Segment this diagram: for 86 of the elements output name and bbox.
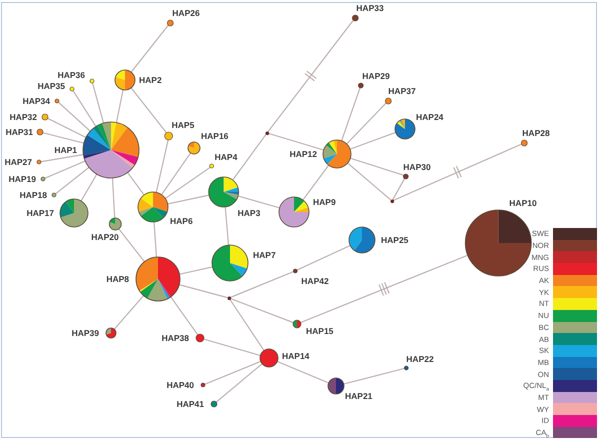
network-link [80, 174, 98, 202]
network-link [277, 360, 329, 384]
network-link [55, 166, 90, 194]
haplotype-label: HAP36 [58, 70, 85, 80]
network-link [112, 178, 116, 218]
network-link [346, 102, 386, 144]
network-link [47, 118, 86, 138]
haplotype-label: HAP40 [166, 380, 194, 390]
haplotype-label: HAP16 [201, 131, 228, 141]
network-link [130, 25, 169, 72]
haplotype-label: HAP7 [253, 250, 276, 260]
haplotype-label: HAP39 [72, 328, 99, 338]
network-link [204, 360, 261, 385]
network-link [118, 228, 145, 262]
network-link [179, 266, 213, 275]
haplotype-label: HAP33 [356, 3, 384, 13]
network-link [42, 132, 84, 144]
haplotype-label: HAP38 [162, 333, 189, 343]
haplotype-label: HAP22 [406, 354, 434, 364]
haplotype-label: HAP28 [522, 128, 550, 138]
network-link [230, 299, 264, 351]
network-link [44, 160, 86, 179]
haplotype-label: HAP41 [176, 399, 204, 409]
network-link [179, 284, 228, 298]
network-link [296, 244, 350, 271]
network-link [72, 90, 96, 127]
haplotype-label: HAP31 [6, 127, 33, 137]
haplotype-label: HAP42 [301, 276, 329, 286]
haplotype-label: HAP2 [139, 75, 162, 85]
haplotype-label: HAP1 [54, 145, 77, 155]
haplotype-label: HAP19 [8, 174, 36, 184]
network-link [344, 368, 404, 385]
network-link [58, 102, 91, 132]
network-link [127, 172, 145, 196]
network-link [230, 298, 294, 324]
network-link [341, 87, 361, 141]
network-link [268, 132, 324, 150]
haplotype-label: HAP20 [91, 232, 119, 242]
haplotype-label: HAP37 [388, 86, 416, 96]
haplotype-label: HAP3 [238, 208, 260, 218]
haplotype-label: HAP5 [172, 120, 194, 130]
haplotype-label: HAP15 [306, 326, 334, 336]
network-link [347, 162, 391, 200]
network-link [350, 132, 396, 150]
network-link [161, 152, 192, 195]
network-link [156, 140, 169, 192]
network-link [165, 166, 211, 199]
haplotype-label: HAP8 [106, 274, 129, 284]
haplotype-label: HAP21 [345, 391, 372, 401]
network-link [393, 144, 522, 201]
network-link [300, 254, 468, 324]
haplotype-label: HAP24 [416, 112, 444, 122]
network-link [204, 338, 260, 356]
haplotype-label: HAP32 [10, 112, 37, 122]
network-link [92, 82, 104, 124]
network-link [350, 158, 404, 176]
haplotype-label: HAP9 [313, 197, 336, 207]
network-link [154, 222, 158, 258]
haplotype-label: HAP18 [20, 190, 47, 200]
network-link [130, 88, 167, 134]
network-link [170, 296, 198, 336]
haplotype-label: HAP14 [282, 351, 310, 361]
network-link [230, 271, 294, 298]
haplotype-label: HAP30 [403, 162, 431, 172]
haplotype-label: HAP26 [172, 8, 200, 18]
network-link [116, 90, 124, 123]
network-link [268, 20, 354, 132]
network-link [168, 194, 210, 204]
haplotype-label: HAP12 [290, 149, 317, 159]
haplotype-label: HAP35 [38, 81, 65, 91]
network-link [114, 295, 144, 330]
network-link [392, 178, 406, 200]
network-link [232, 134, 266, 180]
network-link [302, 164, 330, 200]
haplotype-label: HAP25 [381, 235, 408, 245]
network-link [224, 206, 230, 246]
haplotype-label: HAP29 [362, 70, 390, 80]
haplotype-label: HAP17 [26, 208, 54, 218]
network-link [238, 196, 280, 208]
network-link [216, 363, 262, 402]
haplotype-label: HAP34 [22, 96, 50, 106]
network-link [40, 154, 84, 162]
haplotype-label: HAP27 [4, 157, 32, 167]
haplotype-label: HAP10 [509, 198, 537, 208]
haplotype-label: HAP6 [170, 216, 193, 226]
haplotype-label: HAP4 [214, 152, 238, 162]
